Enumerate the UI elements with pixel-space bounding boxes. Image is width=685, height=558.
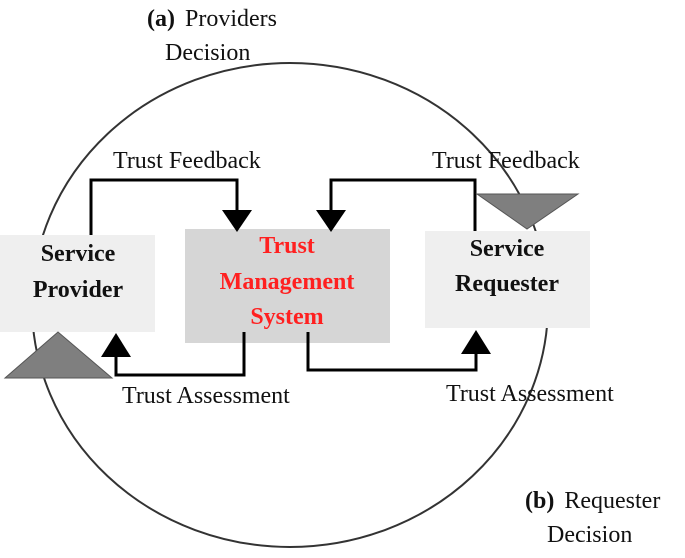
providers-decision-prefix: (a) <box>147 6 175 32</box>
requester-decision-label-line1: (b) Requester <box>525 488 660 514</box>
trust-feedback-right-arrowhead <box>316 210 346 232</box>
cycle-direction-triangle-right <box>475 193 580 230</box>
requester-decision-label-line2: Decision <box>547 522 632 548</box>
service-requester-label-line2: Requester <box>455 271 559 297</box>
trust-assessment-left-label: Trust Assessment <box>122 383 290 409</box>
trust-feedback-left-line <box>89 178 239 235</box>
tms-label-line2: Management <box>220 269 355 295</box>
cycle-direction-triangle-left <box>3 331 114 379</box>
requester-decision-word: Requester <box>564 488 660 514</box>
providers-decision-label-line2: Decision <box>165 40 250 66</box>
service-provider-label-line2: Provider <box>33 277 124 303</box>
trust-assessment-left-arrowhead <box>101 333 131 357</box>
trust-assessment-left-line <box>114 332 246 377</box>
trust-assessment-right-label: Trust Assessment <box>446 381 614 407</box>
trust-feedback-left-arrowhead <box>222 210 252 232</box>
trust-assessment-right-line <box>306 332 478 372</box>
tms-label-line1: Trust <box>259 233 315 259</box>
service-requester-label-line1: Service <box>470 236 545 262</box>
trust-feedback-left-label: Trust Feedback <box>113 148 261 174</box>
service-provider-box[interactable] <box>0 235 155 332</box>
providers-decision-label-line1: (a) Providers <box>147 6 277 32</box>
providers-decision-word: Providers <box>185 6 277 32</box>
trust-assessment-right-arrowhead <box>461 330 491 354</box>
service-provider-label-line1: Service <box>41 241 116 267</box>
trust-management-system-box[interactable] <box>185 229 390 343</box>
trust-feedback-right-line <box>329 178 477 231</box>
requester-decision-prefix: (b) <box>525 488 554 514</box>
service-requester-box[interactable] <box>425 231 590 328</box>
trust-feedback-right-label: Trust Feedback <box>432 148 580 174</box>
tms-label-line3: System <box>250 304 323 330</box>
